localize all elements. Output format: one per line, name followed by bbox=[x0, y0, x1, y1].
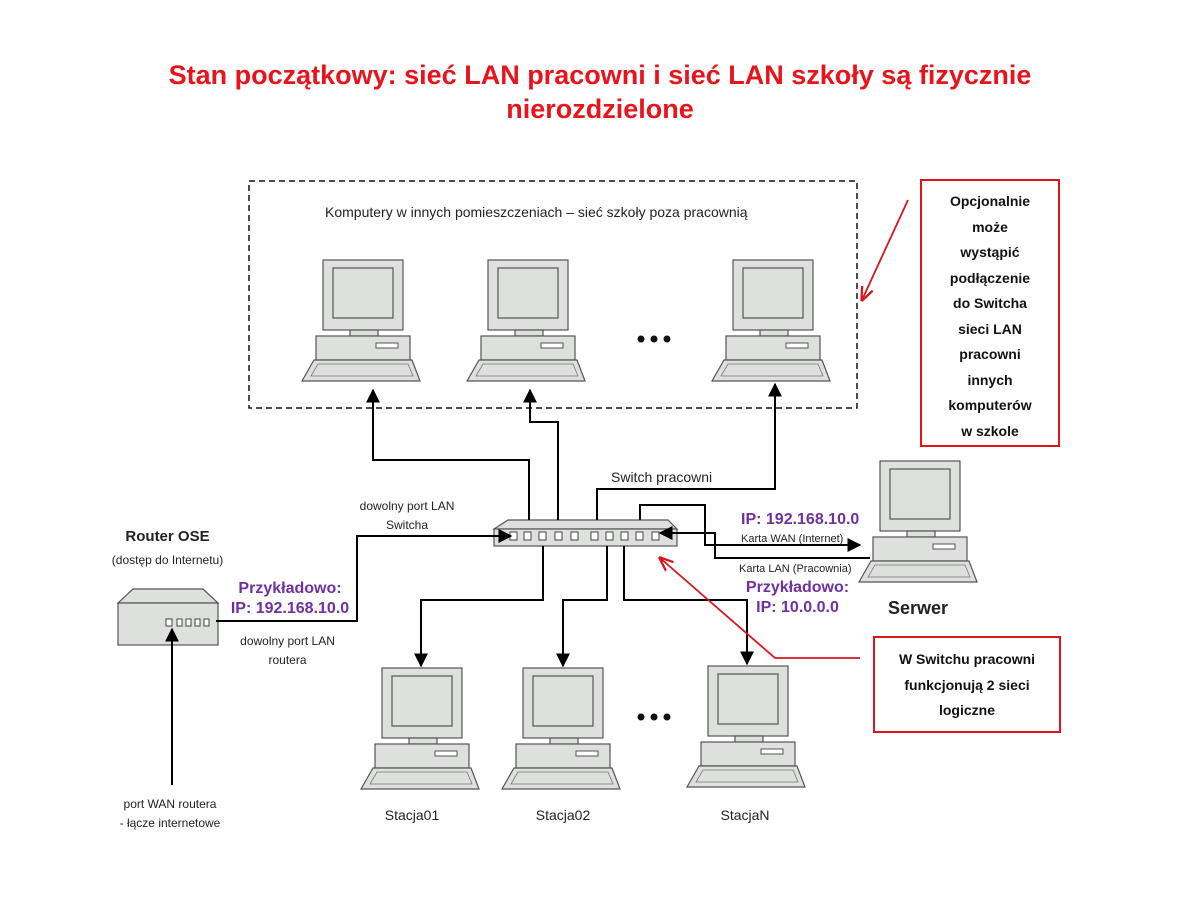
station-computer-3 bbox=[686, 665, 806, 788]
switch-device bbox=[491, 519, 679, 547]
router-wan-port-label: port WAN routera - łącze internetowe bbox=[119, 797, 221, 830]
school-computer-2 bbox=[466, 259, 586, 382]
page-title: Stan początkowy: sieć LAN pracowni i sie… bbox=[150, 58, 1050, 126]
optional-connection-note: Opcjonalnie może wystąpić podłączenie do… bbox=[920, 179, 1060, 447]
school-computer-1 bbox=[301, 259, 421, 382]
switch-port-label: dowolny port LAN Switcha bbox=[359, 499, 455, 532]
station-label-2: Stacja02 bbox=[535, 807, 591, 823]
server-computer bbox=[858, 460, 978, 583]
school-network-box bbox=[248, 180, 858, 409]
ellipsis-dots bbox=[637, 335, 671, 721]
server-wan-ip: IP: 192.168.10.0 bbox=[741, 511, 860, 528]
server-wan-card-label: Karta WAN (Internet) bbox=[741, 533, 844, 545]
router-name: Router OSE bbox=[125, 528, 210, 545]
station-computer-1 bbox=[360, 667, 480, 790]
server-name: Serwer bbox=[888, 598, 949, 618]
server-lan-ip-label: Przykładowo: IP: 10.0.0.0 bbox=[745, 579, 850, 616]
station-label-1: Stacja01 bbox=[384, 807, 440, 823]
router-subtitle: (dostęp do Internetu) bbox=[111, 553, 224, 567]
server-lan-card-label: Karta LAN (Pracownia) bbox=[739, 563, 852, 575]
title-line-1: Stan początkowy: sieć LAN pracowni i sie… bbox=[168, 60, 1032, 90]
router-device bbox=[116, 588, 220, 646]
school-computer-3 bbox=[711, 259, 831, 382]
station-computer-2 bbox=[501, 667, 621, 790]
router-lan-port-label: dowolny port LAN routera bbox=[240, 634, 335, 667]
switch-label: Switch pracowni bbox=[611, 469, 713, 485]
title-line-2: nierozdzielone bbox=[506, 94, 694, 124]
logical-networks-note: W Switchu pracowni funkcjonują 2 sieci l… bbox=[873, 636, 1061, 733]
school-box-label: Komputery w innych pomieszczeniach – sie… bbox=[325, 204, 748, 220]
router-ip-label: Przykładowo: IP: 192.168.10.0 bbox=[230, 580, 350, 617]
station-label-3: StacjaN bbox=[720, 807, 770, 823]
